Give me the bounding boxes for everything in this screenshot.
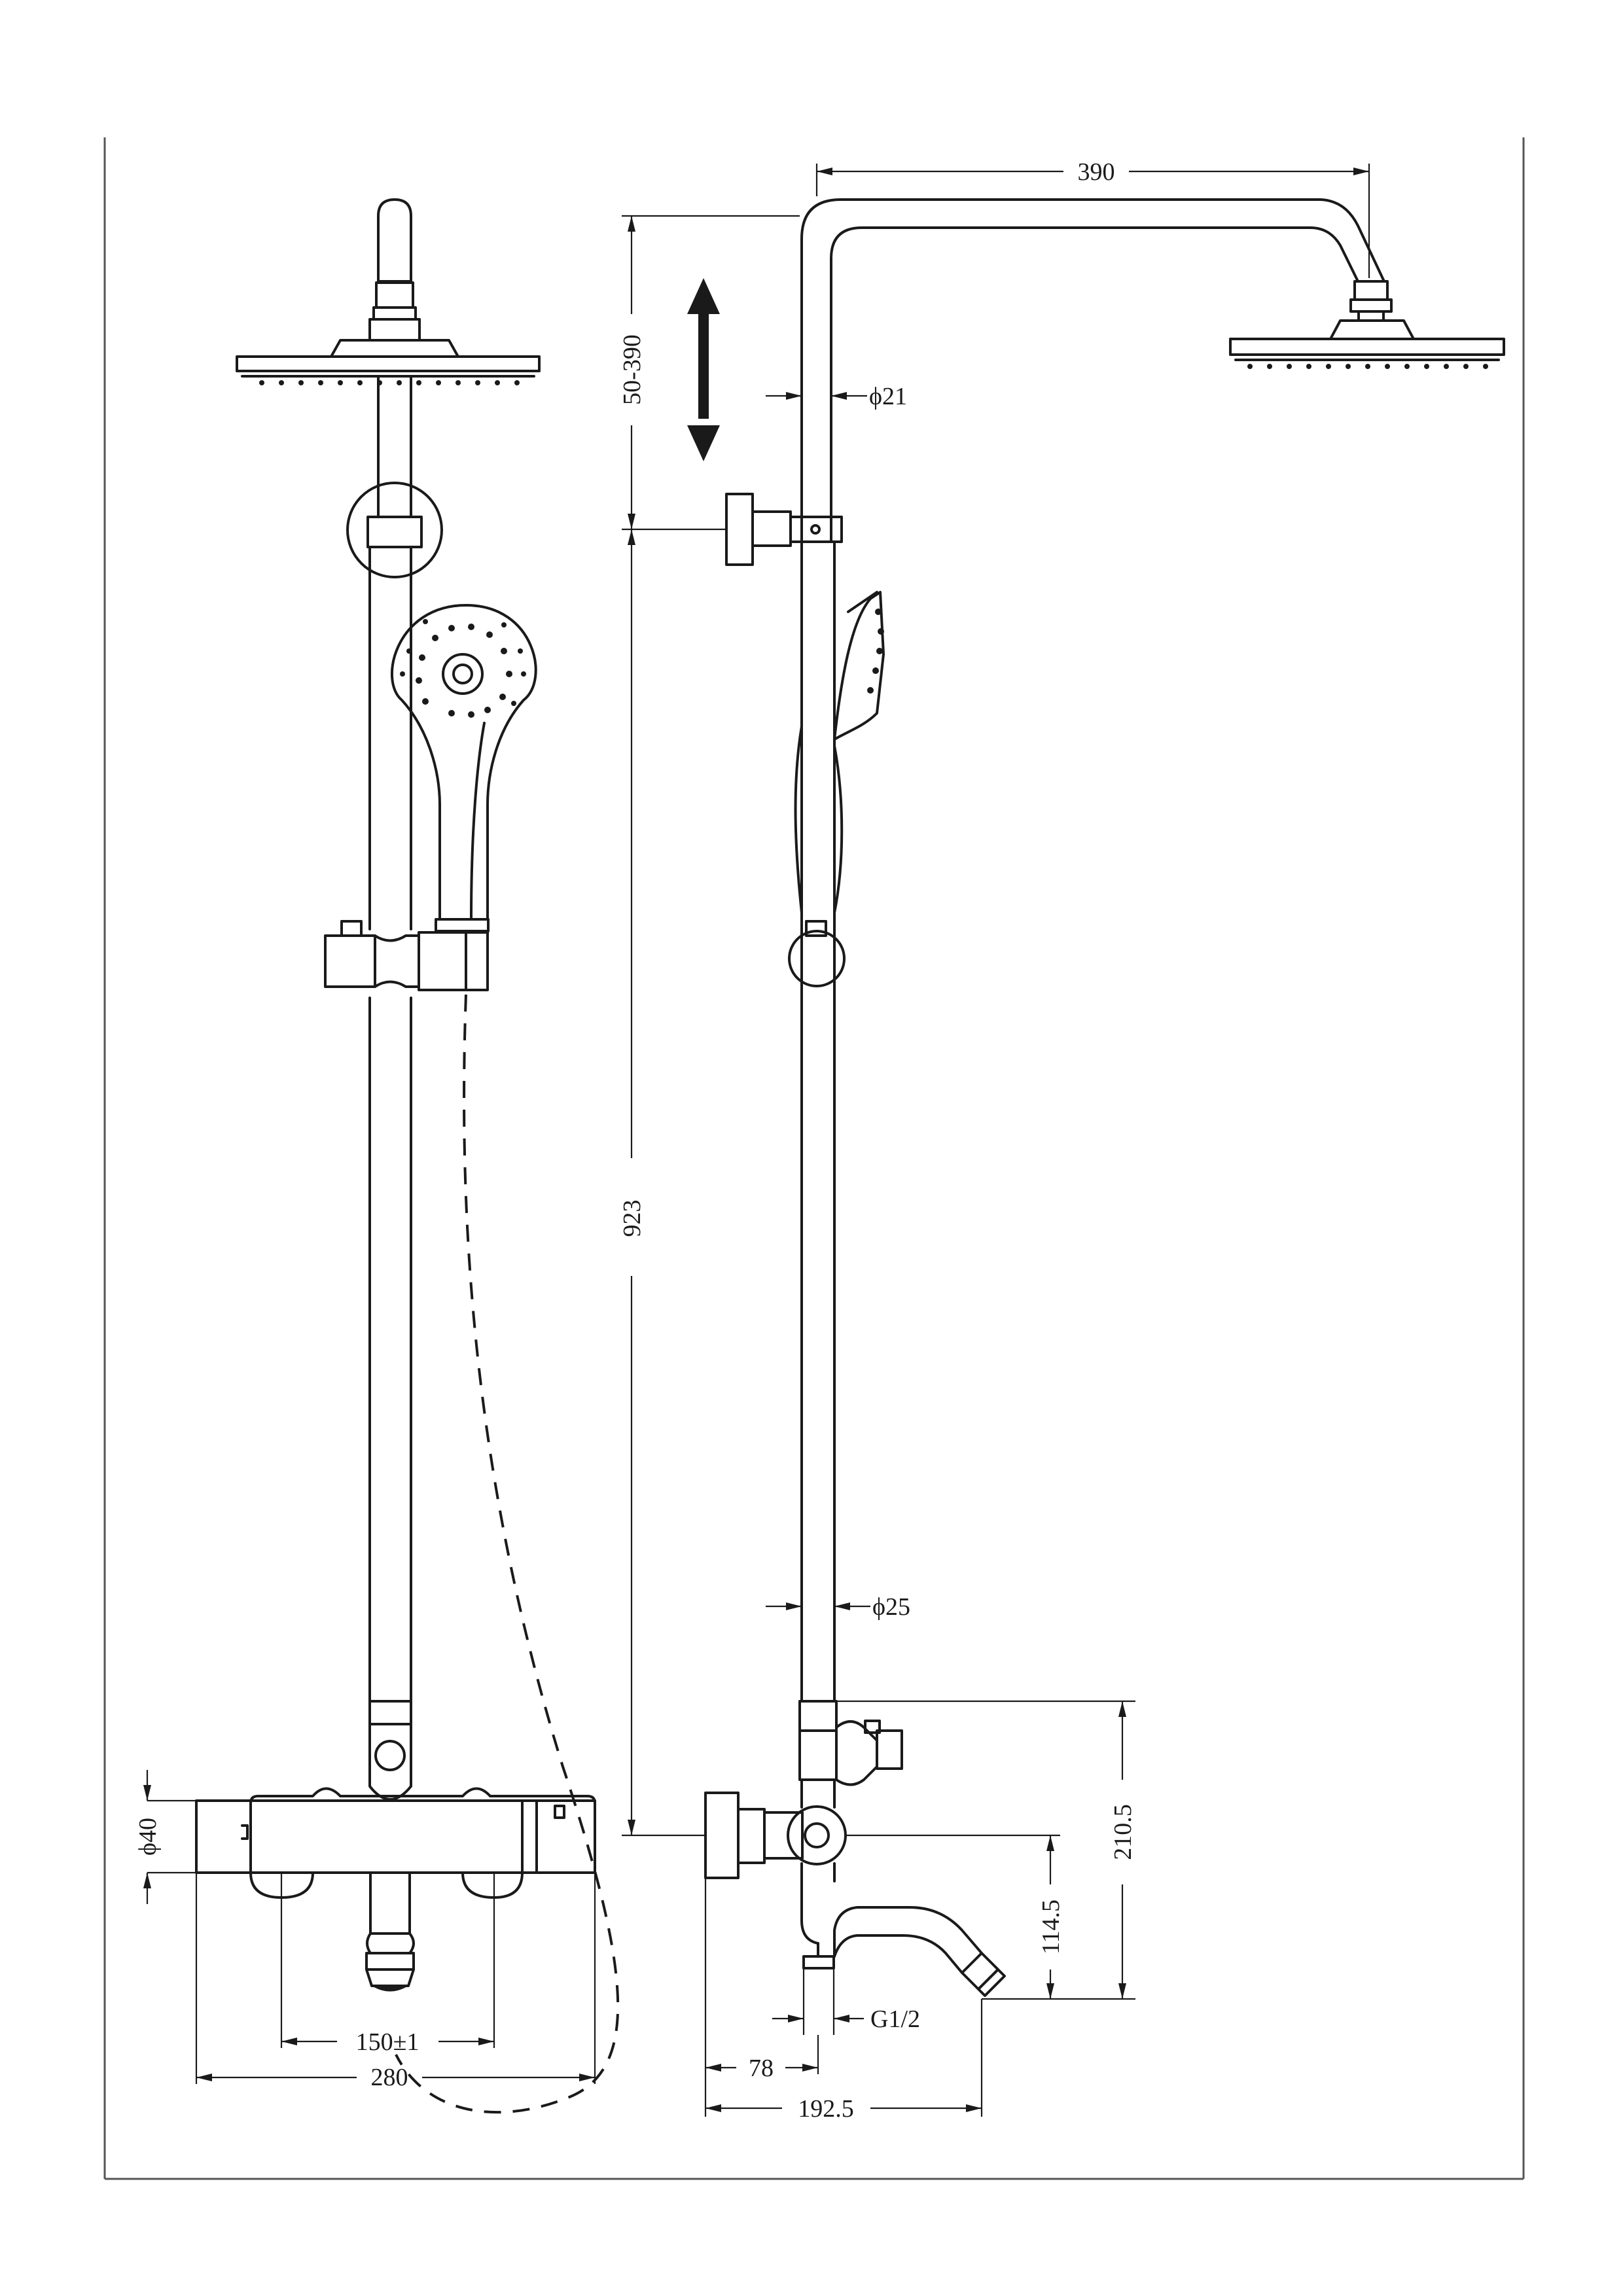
dim-head-projection: 390 xyxy=(1078,158,1115,186)
front-overhead-head xyxy=(236,339,541,385)
dim-mixer-height: 210.5 xyxy=(1109,1804,1137,1860)
side-view xyxy=(687,198,1505,1997)
front-wall-bracket xyxy=(346,482,443,578)
dim-rail-height: 923 xyxy=(618,1200,646,1237)
dim-overall-width: 280 xyxy=(371,2064,408,2091)
dim-centres: 150±1 xyxy=(356,2028,419,2056)
front-hand-shower xyxy=(391,604,537,932)
dim-height-adjust: 50-390 xyxy=(618,334,646,405)
side-mixer-body xyxy=(704,1778,847,1945)
side-dimensions: 390 50-390 ϕ21 923 ϕ25 210.5 xyxy=(618,158,1370,2123)
dim-spout-height: 114.5 xyxy=(1037,1899,1065,1954)
side-wall-bracket xyxy=(725,493,843,566)
side-overhead-head xyxy=(1229,338,1505,369)
dim-body-dia: ϕ40 xyxy=(134,1818,162,1856)
side-top-arm xyxy=(800,198,1415,518)
dim-wall-to-inlet: 78 xyxy=(749,2055,774,2082)
front-hand-nozzles xyxy=(400,619,526,718)
front-diverter xyxy=(368,1700,412,1801)
side-diverter xyxy=(798,1700,903,1786)
side-hand-nozzles xyxy=(867,609,884,694)
dim-rail-dia: ϕ25 xyxy=(872,1593,910,1621)
side-slider-knob xyxy=(788,920,846,987)
front-dimensions: ϕ40 150±1 280 xyxy=(134,1770,596,2091)
front-mixer-body xyxy=(195,1787,596,1899)
front-view xyxy=(195,198,620,2114)
drawing-frame xyxy=(103,137,1525,2180)
side-spout xyxy=(802,1906,1006,1997)
dim-top-pipe-dia: ϕ21 xyxy=(869,383,907,410)
dim-inlet-thread: G1/2 xyxy=(870,2005,920,2033)
front-head-nozzles xyxy=(259,380,520,385)
double-arrow-vertical-icon xyxy=(687,278,720,461)
front-spout xyxy=(365,1871,415,1992)
dim-spout-projection: 192.5 xyxy=(798,2095,854,2123)
side-head-nozzles xyxy=(1247,364,1488,369)
side-hand-shower xyxy=(794,591,885,914)
front-slider xyxy=(324,920,489,991)
front-top-arm xyxy=(377,198,412,283)
front-hose xyxy=(395,994,620,2114)
